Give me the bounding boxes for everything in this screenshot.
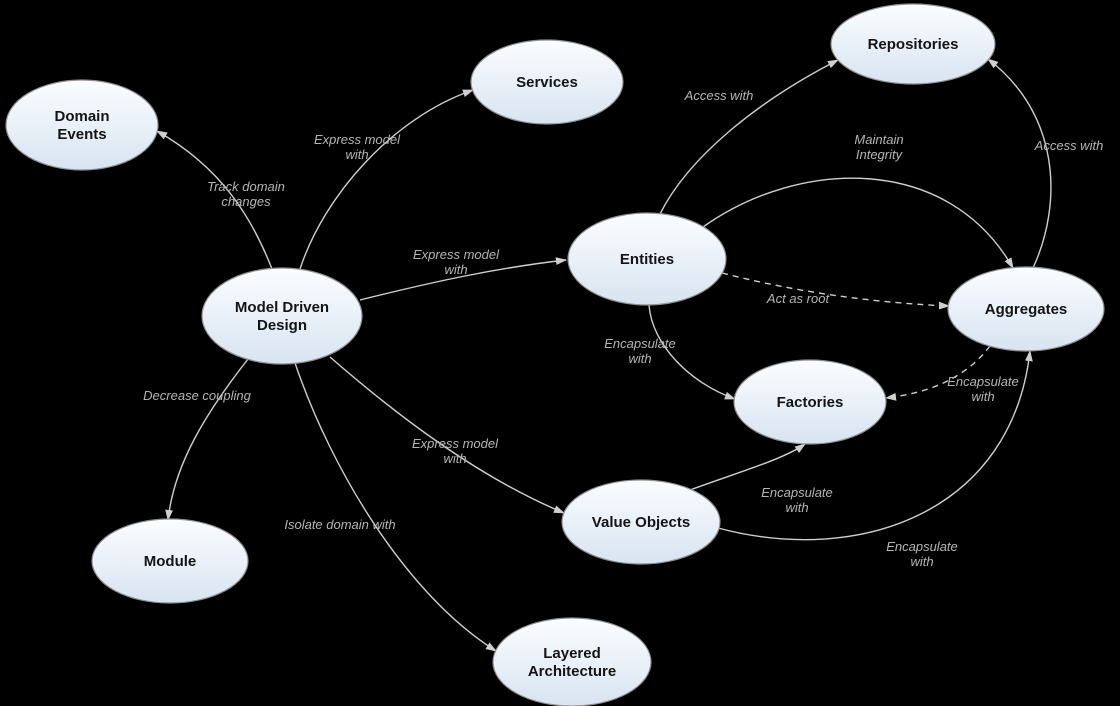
- node-ellipse-model-driven-design: [201, 267, 363, 365]
- edge-label-access-with-aggregates-repositories: Access with: [1034, 138, 1104, 153]
- node-services: Services: [470, 39, 624, 125]
- edge-track-domain-changes: [156, 130, 273, 270]
- edge-isolate-domain-with: [294, 362, 497, 652]
- node-factories: Factories: [733, 359, 887, 445]
- edge-encapsulate-value-objects-factories: [689, 443, 806, 491]
- node-module: Module: [91, 518, 249, 604]
- node-label-repositories: Repositories: [868, 36, 959, 53]
- node-ellipse-entities: [567, 212, 727, 306]
- node-label-services: Services: [516, 74, 578, 91]
- edge-express-model-entities: [359, 257, 568, 301]
- node-value-objects: Value Objects: [561, 479, 721, 565]
- edge-express-model-services: [299, 89, 475, 270]
- node-ellipse-value-objects: [561, 479, 721, 565]
- node-label-value-objects: Value Objects: [592, 514, 690, 531]
- edge-access-with-entities-repositories: [659, 59, 839, 215]
- node-ellipse-module: [91, 518, 249, 604]
- edge-maintain-integrity: [702, 177, 1014, 269]
- edge-access-with-aggregates-repositories: [987, 58, 1052, 269]
- node-label-factories: Factories: [777, 394, 844, 411]
- edge-label-decrease-coupling: Decrease coupling: [143, 388, 251, 403]
- node-aggregates: Aggregates: [947, 266, 1105, 352]
- node-ellipse-services: [470, 39, 624, 125]
- node-ellipse-layered-architecture: [492, 617, 652, 706]
- node-repositories: Repositories: [830, 3, 996, 85]
- edge-encapsulate-value-objects-aggregates: [717, 349, 1033, 541]
- node-label-entities: Entities: [620, 251, 674, 268]
- node-label-aggregates: Aggregates: [985, 301, 1068, 318]
- edge-label-act-as-root: Act as root: [766, 291, 831, 306]
- edge-express-model-value-objects: [329, 356, 566, 514]
- edge-decrease-coupling: [165, 358, 249, 522]
- edge-act-as-root: [721, 272, 951, 310]
- edge-label-access-with-entities-repositories: Access with: [684, 88, 754, 103]
- edge-label-isolate-domain-with: Isolate domain with: [284, 517, 395, 532]
- node-ellipse-domain-events: [5, 79, 159, 171]
- node-ellipse-repositories: [830, 3, 996, 85]
- edge-encapsulate-entities-factories: [648, 304, 737, 400]
- node-label-module: Module: [144, 553, 197, 570]
- node-ellipse-aggregates: [947, 266, 1105, 352]
- node-entities: Entities: [567, 212, 727, 306]
- edge-encapsulate-aggregates-factories: [884, 345, 991, 401]
- node-ellipse-factories: [733, 359, 887, 445]
